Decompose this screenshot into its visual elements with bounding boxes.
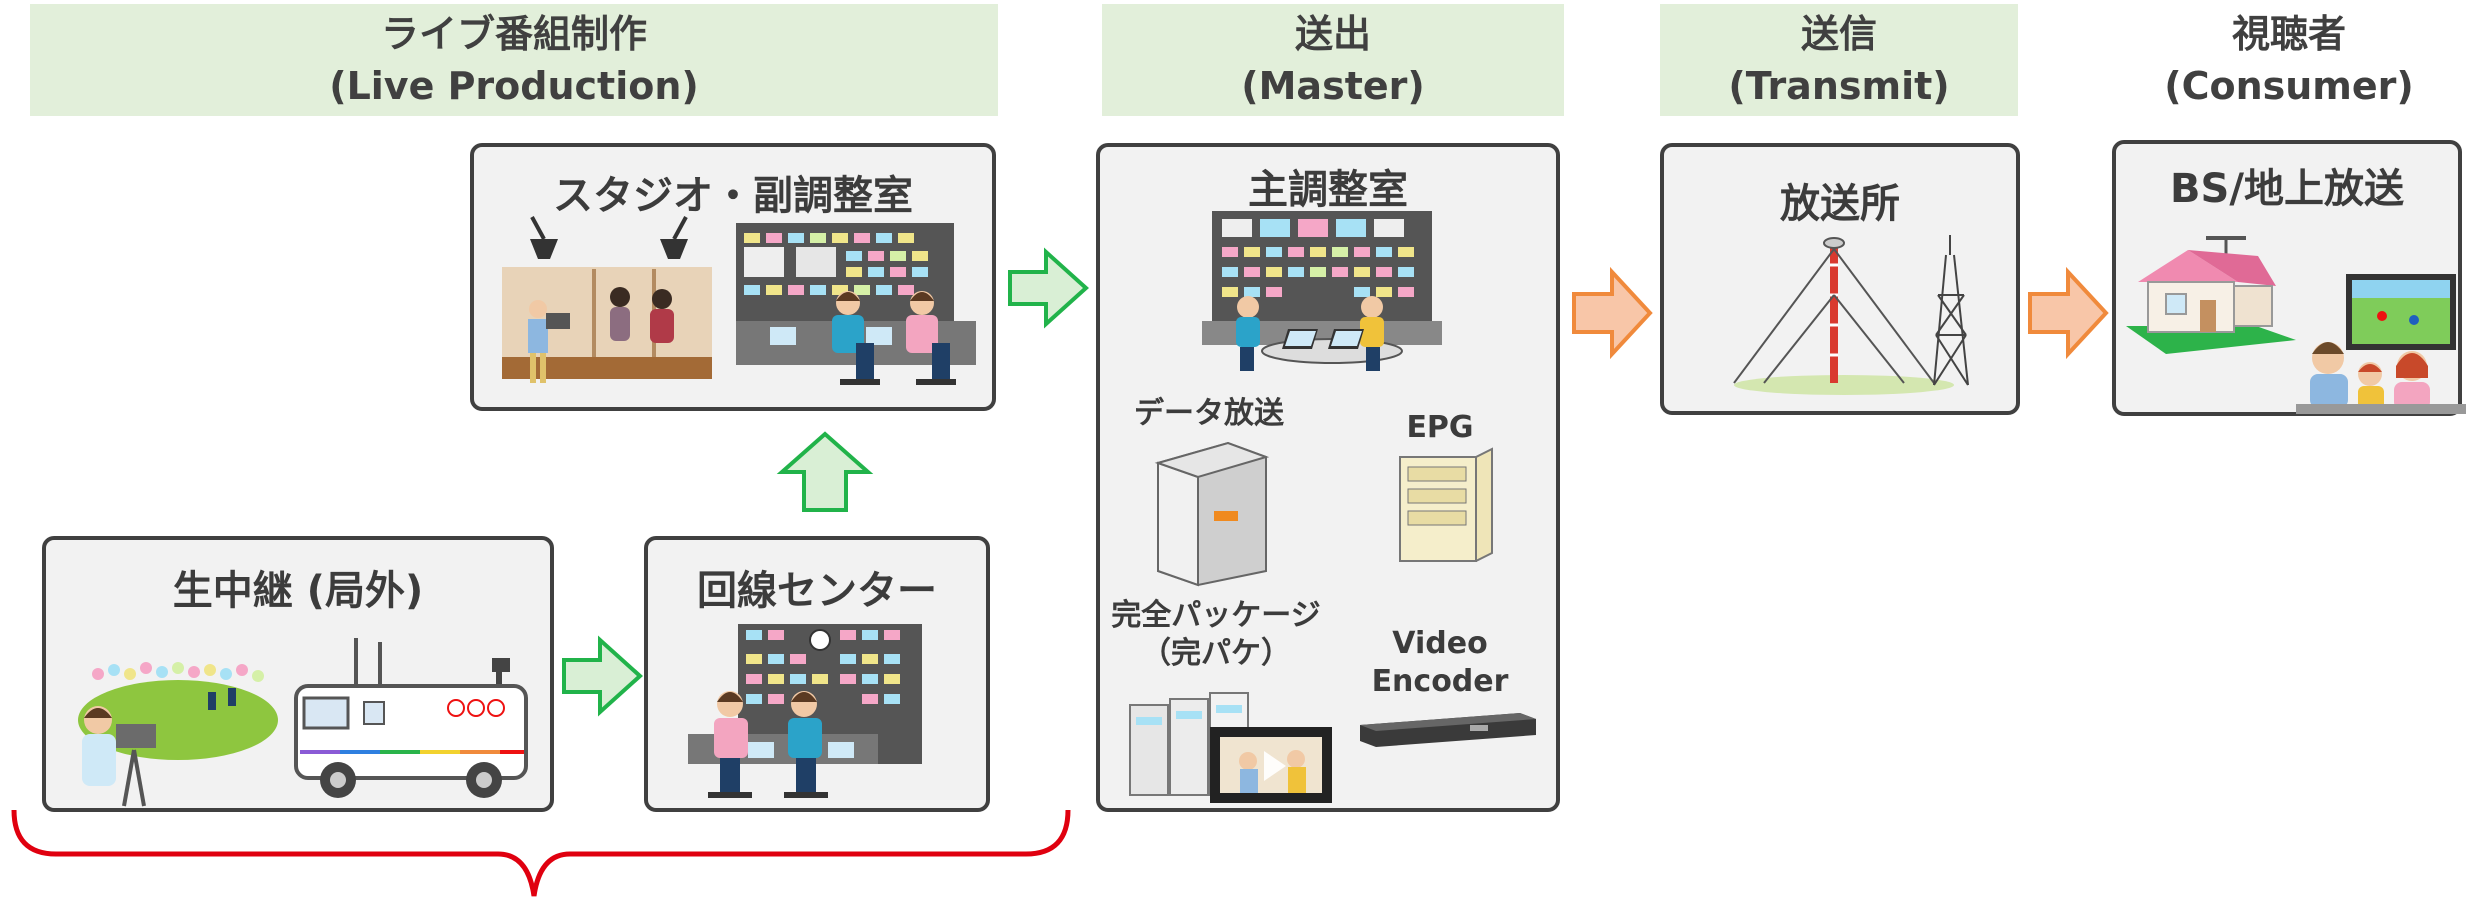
family-tv-icon [2296, 274, 2466, 414]
header-master: 送出 (Master) [1102, 4, 1564, 116]
arrow-remote-to-line-center [562, 635, 643, 717]
header-transmit-line1: 送信 [1800, 12, 1877, 56]
operators-console-icon [688, 624, 922, 798]
package-label-line1: 完全パッケージ [1111, 598, 1321, 633]
arrow-master-to-station [1572, 266, 1653, 360]
consumer-title: BS/地上放送 [2170, 166, 2404, 212]
header-live-line1: ライブ番組制作 [380, 12, 647, 56]
remote-box: 生中継 (局外) [42, 536, 554, 812]
studio-box: スタジオ・副調整室 [470, 143, 996, 411]
transmission-tower-icon [1733, 235, 1969, 395]
header-master-line2: (Master) [1241, 64, 1425, 108]
storage-video-icon [1129, 692, 1332, 803]
data-broadcast-label: データ放送 [1134, 396, 1284, 431]
header-live-line2: (Live Production) [329, 64, 699, 108]
live-production-brace [11, 809, 1071, 897]
header-master-line1: 送出 [1294, 12, 1371, 56]
consumer-box: BS/地上放送 [2112, 140, 2466, 416]
station-box: 放送所 [1660, 143, 2020, 415]
header-transmit: 送信 (Transmit) [1660, 4, 2018, 116]
package-label-line2: （完パケ） [1141, 636, 1291, 671]
sub-control-room-icon [736, 223, 976, 385]
master-control-box: 主調整室 データ放送 EPG [1096, 143, 1560, 812]
server-rack-icon [1154, 441, 1270, 587]
header-consumer-line2: (Consumer) [2164, 64, 2414, 108]
studio-title: スタジオ・副調整室 [553, 173, 913, 219]
studio-set-icon [502, 216, 712, 383]
line-center-box: 回線センター [644, 536, 990, 812]
header-transmit-line2: (Transmit) [1728, 64, 1950, 108]
epg-server-icon [1399, 447, 1493, 562]
arrow-studio-to-master [1008, 247, 1089, 329]
arrow-line-center-to-studio [776, 431, 874, 512]
encoder-device-icon [1360, 713, 1536, 747]
encoder-label-line2: Encoder [1371, 664, 1509, 699]
header-live-production: ライブ番組制作 (Live Production) [30, 4, 998, 116]
master-control-title: 主調整室 [1248, 167, 1408, 213]
epg-label: EPG [1406, 410, 1474, 445]
line-center-title: 回線センター [697, 568, 937, 614]
arrow-station-to-consumer [2028, 266, 2109, 360]
house-icon [2126, 236, 2296, 354]
camera-operator-icon [78, 662, 278, 807]
header-consumer-line1: 視聴者 [2231, 12, 2346, 56]
header-consumer: 視聴者 (Consumer) [2110, 4, 2468, 116]
remote-title: 生中継 (局外) [172, 568, 424, 614]
master-control-room-icon [1202, 211, 1442, 371]
station-title: 放送所 [1780, 181, 1900, 227]
encoder-label-line1: Video [1392, 626, 1488, 661]
ob-van-icon [294, 638, 528, 798]
